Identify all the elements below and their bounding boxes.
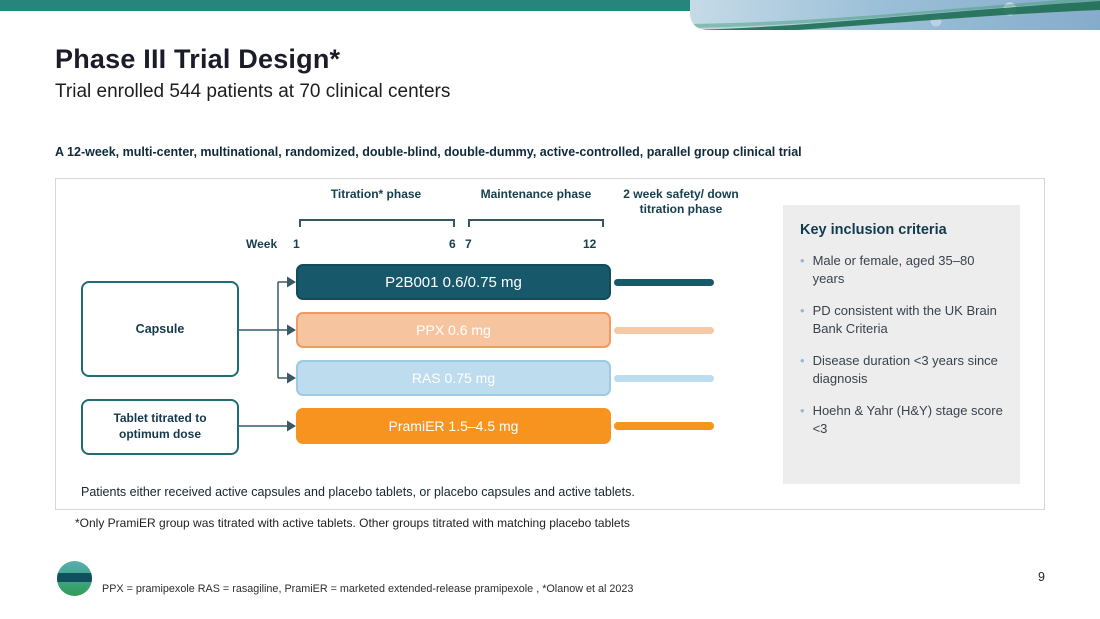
top-banner-bar <box>0 0 1100 11</box>
phase-label-maintenance: Maintenance phase <box>480 187 592 201</box>
inclusion-item-text: Male or female, aged 35–80 years <box>812 253 975 286</box>
arm-bar-ppx: PPX 0.6 mg <box>296 312 611 348</box>
arm-tail-ras <box>614 375 714 382</box>
bullet-icon: • <box>800 352 805 368</box>
bullet-icon: • <box>800 302 805 318</box>
week-tick-6: 6 <box>449 237 456 251</box>
arm-tail-p2b001 <box>614 279 714 286</box>
banner-photo <box>690 0 1100 30</box>
diagram-note: Patients either received active capsules… <box>81 485 635 499</box>
inclusion-item: • Hoehn & Yahr (H&Y) stage score <3 <box>800 402 1003 438</box>
page-number: 9 <box>1038 570 1045 584</box>
week-tick-7: 7 <box>465 237 472 251</box>
phase-label-titration: Titration* phase <box>330 187 422 201</box>
inclusion-item: • Male or female, aged 35–80 years <box>800 252 1003 288</box>
arm-bar-ras: RAS 0.75 mg <box>296 360 611 396</box>
trial-description: A 12-week, multi-center, multinational, … <box>55 145 802 159</box>
arm-tail-ppx <box>614 327 714 334</box>
footnote: *Only PramiER group was titrated with ac… <box>75 516 630 530</box>
inclusion-item-text: PD consistent with the UK Brain Bank Cri… <box>812 302 997 336</box>
phase-label-safety: 2 week safety/ down titration phase <box>623 187 739 216</box>
inclusion-item: • Disease duration <3 years since diagno… <box>800 352 1003 388</box>
arm-bar-pramier: PramiER 1.5–4.5 mg <box>296 408 611 444</box>
source-box-capsule: Capsule <box>81 281 239 377</box>
inclusion-panel: Key inclusion criteria • Male or female,… <box>783 205 1020 484</box>
bullet-icon: • <box>800 253 805 268</box>
page-title: Phase III Trial Design* <box>55 44 341 74</box>
trial-diagram-box: Titration* phase Maintenance phase 2 wee… <box>55 178 1045 510</box>
arm-tail-pramier <box>614 422 714 430</box>
bullet-icon: • <box>800 402 805 418</box>
source-box-tablet: Tablet titrated to optimum dose <box>81 399 239 455</box>
page-subtitle: Trial enrolled 544 patients at 70 clinic… <box>55 81 451 102</box>
inclusion-item: • PD consistent with the UK Brain Bank C… <box>800 302 1003 338</box>
inclusion-title: Key inclusion criteria <box>800 222 947 238</box>
maintenance-phase-bracket <box>468 219 604 227</box>
inclusion-item-text: Hoehn & Yahr (H&Y) stage score <3 <box>812 402 1003 436</box>
inclusion-item-text: Disease duration <3 years since diagnosi… <box>812 352 998 386</box>
banner-curve-graphic <box>690 0 1100 30</box>
company-logo <box>57 561 92 596</box>
arm-bar-p2b001: P2B001 0.6/0.75 mg <box>296 264 611 300</box>
week-tick-1: 1 <box>293 237 300 251</box>
week-axis-label: Week <box>246 237 278 251</box>
abbreviations-text: PPX = pramipexole RAS = rasagiline, Pram… <box>102 583 634 595</box>
week-tick-12: 12 <box>583 237 597 251</box>
titration-phase-bracket <box>299 219 455 227</box>
